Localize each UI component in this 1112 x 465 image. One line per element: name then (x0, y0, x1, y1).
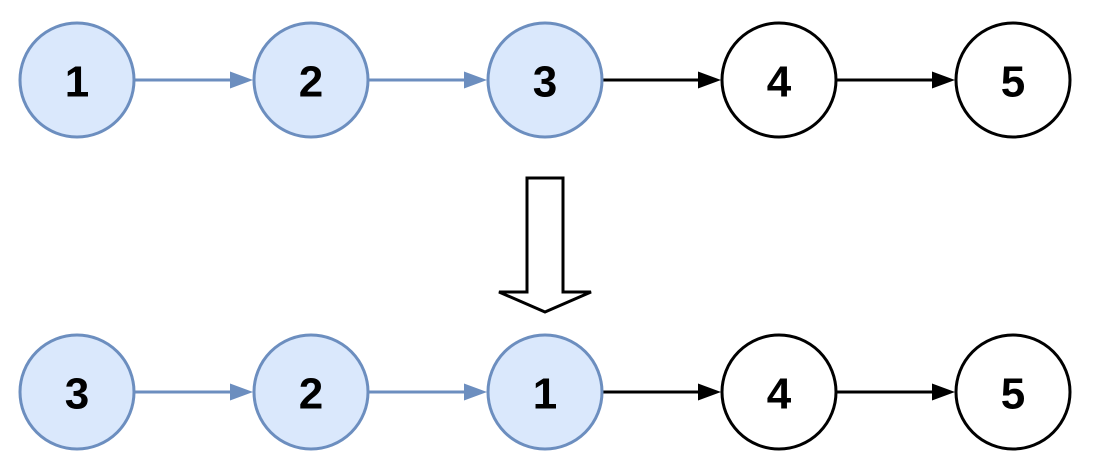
arrowhead-icon (698, 71, 721, 89)
edge-arrow (603, 71, 721, 89)
arrowhead-icon (698, 383, 721, 401)
node-circle (252, 333, 370, 451)
node-value: 5 (1001, 58, 1025, 107)
list-node: 4 (720, 21, 838, 139)
edge-arrow (135, 383, 253, 401)
list-node: 5 (954, 21, 1072, 139)
node-circle (720, 21, 838, 139)
edge-arrow (135, 71, 253, 89)
edge-arrow (837, 383, 955, 401)
node-value: 3 (65, 370, 89, 419)
list-node: 1 (18, 21, 136, 139)
node-circle (486, 333, 604, 451)
arrowhead-icon (932, 383, 955, 401)
node-circle (18, 21, 136, 139)
arrowhead-icon (464, 383, 487, 401)
node-value: 3 (533, 58, 557, 107)
edge-arrow (603, 383, 721, 401)
node-value: 4 (767, 370, 792, 419)
edge-arrow (369, 71, 487, 89)
list-row-before: 1 2 3 4 5 (18, 21, 1072, 139)
edge-arrow (837, 71, 955, 89)
list-node: 3 (486, 21, 604, 139)
list-node: 2 (252, 21, 370, 139)
arrowhead-icon (230, 383, 253, 401)
list-node: 2 (252, 333, 370, 451)
arrowhead-icon (932, 71, 955, 89)
node-value: 2 (299, 58, 323, 107)
list-node: 3 (18, 333, 136, 451)
node-circle (18, 333, 136, 451)
list-node: 5 (954, 333, 1072, 451)
node-circle (954, 333, 1072, 451)
node-value: 5 (1001, 370, 1025, 419)
arrowhead-icon (464, 71, 487, 89)
node-value: 1 (65, 58, 89, 107)
list-node: 4 (720, 333, 838, 451)
node-value: 1 (533, 370, 557, 419)
list-row-after: 3 2 1 4 5 (18, 333, 1072, 451)
edge-arrow (369, 383, 487, 401)
node-circle (720, 333, 838, 451)
node-circle (954, 21, 1072, 139)
node-value: 4 (767, 58, 792, 107)
transform-down-arrow-icon (498, 176, 592, 314)
arrowhead-icon (230, 71, 253, 89)
node-value: 2 (299, 370, 323, 419)
list-node: 1 (486, 333, 604, 451)
node-circle (252, 21, 370, 139)
node-circle (486, 21, 604, 139)
